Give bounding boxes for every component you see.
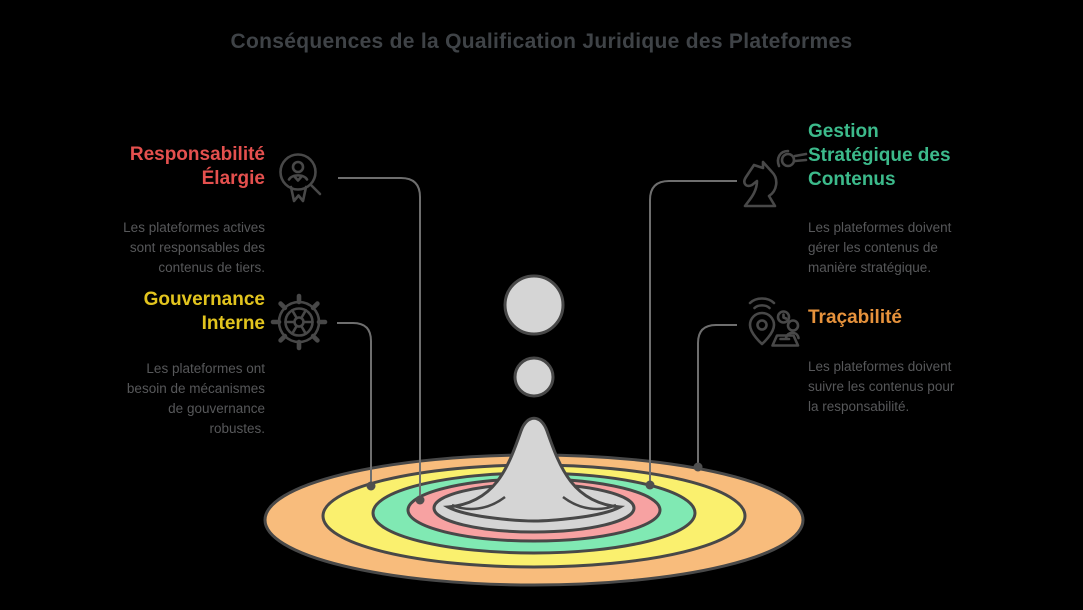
- connector-gouvernance: [337, 322, 372, 483]
- chess-knight-icon: [743, 149, 808, 208]
- magnifier-lens: [279, 153, 317, 191]
- body-line: Les plateformes ont: [146, 361, 265, 376]
- splash-lip-left: [451, 496, 506, 511]
- splash-lip-right: [562, 496, 617, 511]
- person-collar: [292, 174, 304, 182]
- person-magnifier-badge-icon: [279, 153, 322, 203]
- connector-responsabilite: [338, 177, 421, 497]
- droplet-small: [513, 356, 555, 398]
- gear-wheel-icon: [270, 293, 328, 351]
- gear-outer-circle: [277, 300, 321, 344]
- clock-hands: [782, 313, 788, 320]
- body-line: gérer les contenus de: [808, 240, 938, 255]
- connector-tracabilite: [697, 324, 737, 464]
- body-line: la responsabilité.: [808, 399, 910, 414]
- heading-line: Responsabilité: [129, 144, 265, 165]
- connector-dot-gouvernance: [366, 481, 376, 491]
- person-head: [291, 160, 305, 174]
- location-pin: [748, 311, 776, 346]
- location-tracking-icon: [748, 297, 800, 347]
- tracker-person-head: [786, 319, 800, 332]
- body-line: manière stratégique.: [808, 260, 932, 275]
- body-line: contenus de tiers.: [158, 260, 265, 275]
- body-line: suivre les contenus pour: [808, 379, 955, 394]
- clock-face: [776, 310, 791, 324]
- heading-line: Contenus: [808, 169, 896, 190]
- heading-line: Stratégique des: [808, 145, 951, 166]
- splash-column: [442, 416, 626, 523]
- body-line: besoin de mécanismes: [126, 381, 265, 396]
- body-responsabilite-elargie: Les plateformes actives sont responsable…: [60, 218, 265, 278]
- body-line: Les plateformes doivent: [808, 359, 952, 374]
- heading-line: Interne: [201, 313, 265, 334]
- body-line: Les plateformes actives: [123, 220, 265, 235]
- location-pin-dot: [756, 319, 768, 331]
- body-line: robustes.: [209, 421, 265, 436]
- body-tracabilite: Les plateformes doivent suivre les conte…: [808, 357, 1028, 417]
- body-gouvernance-interne: Les plateformes ont besoin de mécanismes…: [60, 359, 265, 439]
- page-title: Conséquences de la Qualification Juridiq…: [230, 30, 853, 53]
- connector-dot-gestion: [645, 480, 655, 490]
- gear-teeth: [270, 293, 328, 351]
- body-gestion-strategique: Les plateformes doivent gérer les conten…: [808, 218, 1028, 278]
- strategy-eye: [780, 152, 796, 168]
- heading-responsabilite-elargie: Responsabilité Élargie: [60, 143, 265, 191]
- heading-gestion-strategique: Gestion Stratégique des Contenus: [808, 120, 1028, 192]
- body-line: de gouvernance: [168, 401, 265, 416]
- magnifier-handle: [309, 183, 322, 196]
- heading-line: Gestion: [808, 121, 879, 142]
- connector-dot-tracabilite: [693, 462, 703, 472]
- person-shoulders: [287, 174, 309, 181]
- connector-dot-responsabilite: [415, 495, 425, 505]
- heading-gouvernance-interne: Gouvernance Interne: [60, 288, 265, 336]
- knight-piece: [743, 160, 778, 208]
- connector-gestion: [649, 180, 737, 482]
- body-line: Les plateformes doivent: [808, 220, 952, 235]
- gear-spokes: [284, 309, 314, 335]
- strategy-motion-lines: [793, 152, 808, 163]
- badge-ribbon: [289, 185, 308, 203]
- body-line: sont responsables des: [129, 240, 265, 255]
- droplet-large: [503, 274, 565, 336]
- signal-waves: [748, 297, 776, 310]
- heading-line: Élargie: [201, 168, 265, 189]
- strategy-eye-tail: [776, 149, 790, 168]
- heading-tracabilite: Traçabilité: [808, 306, 1028, 330]
- laptop: [771, 334, 800, 347]
- heading-line: Traçabilité: [808, 307, 902, 328]
- heading-line: Gouvernance: [143, 289, 265, 310]
